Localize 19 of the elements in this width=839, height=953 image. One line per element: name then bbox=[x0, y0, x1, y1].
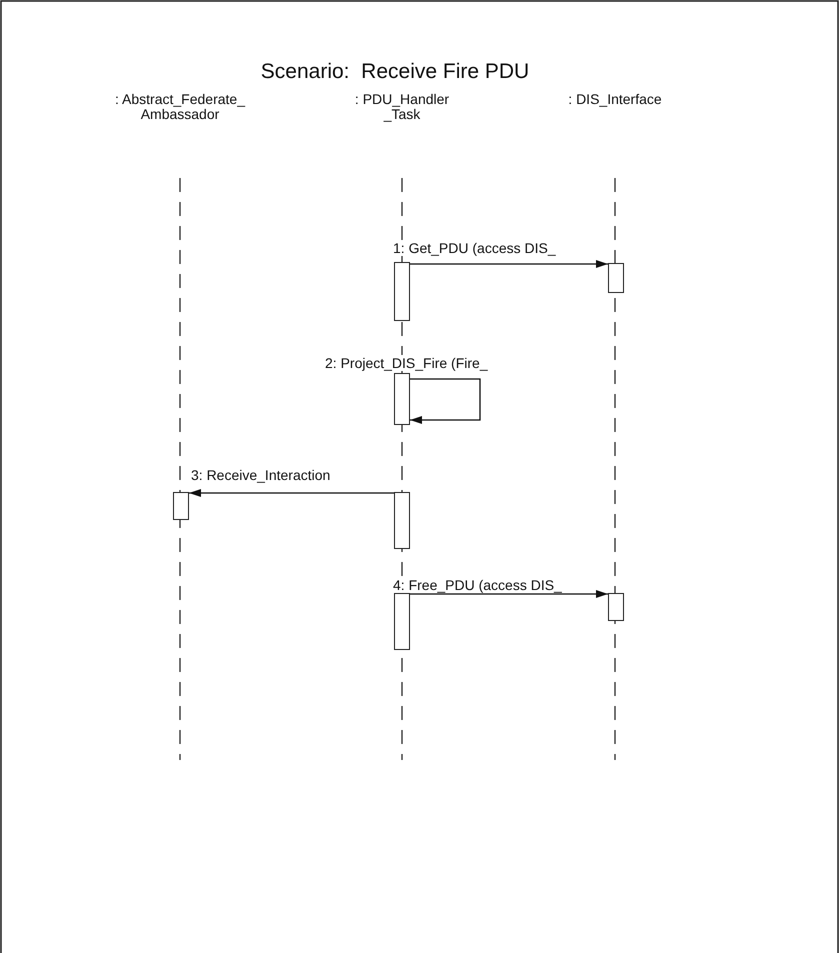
activation-bar bbox=[394, 262, 410, 321]
activation-bar bbox=[394, 373, 410, 425]
message-arrow bbox=[410, 260, 608, 268]
message-arrow bbox=[189, 489, 394, 497]
message-label: 3: Receive_Interaction bbox=[190, 467, 332, 483]
lifeline-label: : DIS_Interface bbox=[545, 92, 685, 107]
message-arrow bbox=[410, 378, 481, 424]
lifeline-label: : Abstract_Federate_ Ambassador bbox=[90, 92, 270, 122]
activation-bar bbox=[608, 593, 624, 621]
message-arrow bbox=[410, 590, 608, 598]
activation-bar bbox=[394, 492, 410, 549]
diagram-title: Scenario: Receive Fire PDU bbox=[260, 60, 530, 84]
message-label: 4: Free_PDU (access DIS_ bbox=[392, 577, 563, 593]
message-label: 1: Get_PDU (access DIS_ bbox=[392, 240, 557, 256]
activation-bar bbox=[173, 492, 189, 520]
message-label: 2: Project_DIS_Fire (Fire_ bbox=[324, 355, 489, 371]
activation-bar bbox=[394, 593, 410, 650]
lifeline-label: : PDU_Handler _Task bbox=[347, 92, 457, 122]
activation-bar bbox=[608, 263, 624, 293]
